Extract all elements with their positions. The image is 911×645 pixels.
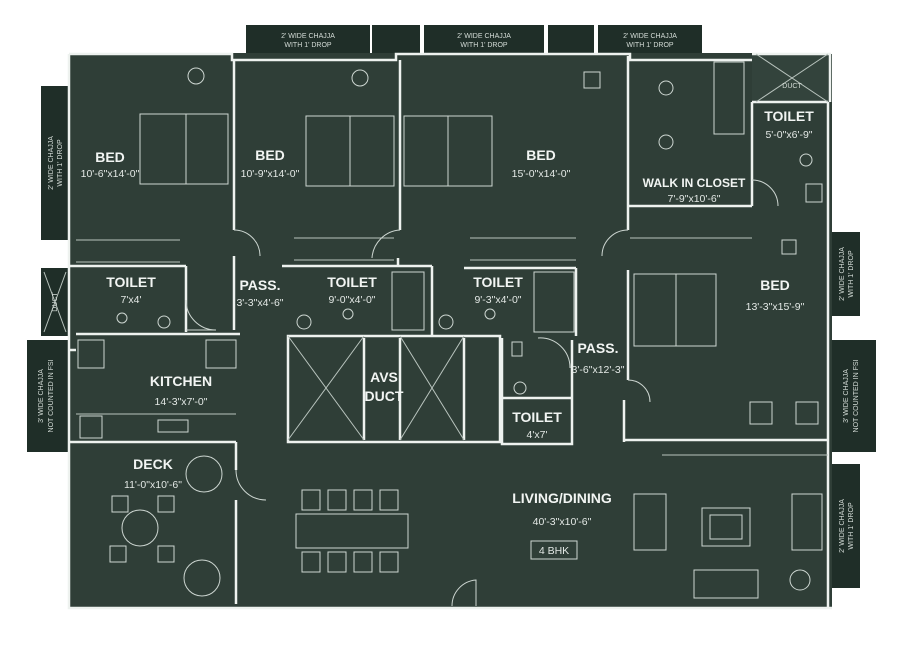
pass2-name: PASS. <box>578 340 619 356</box>
chajja-top-1 <box>246 25 370 53</box>
toilet3-size: 9'-3"x4'-0" <box>474 294 521 306</box>
chajja-top-gap-1 <box>372 25 420 53</box>
living-size: 40'-3"x10'-6" <box>533 516 592 528</box>
avs-name2: DUCT <box>365 388 404 404</box>
chajja-strips <box>27 25 876 588</box>
bed1-size: 10'-6"x14'-0" <box>81 168 140 180</box>
walkin-size: 7'-9"x10'-6" <box>668 193 721 205</box>
bed4-name: BED <box>760 277 790 293</box>
toilet4-size: 4'x7' <box>527 429 548 441</box>
chajja-top2-l1: 2' WIDE CHAJJA <box>457 33 511 40</box>
beds <box>139 113 717 347</box>
toilet2-name: TOILET <box>327 274 377 290</box>
kitchen-size: 14'-3"x7'-0" <box>155 396 208 408</box>
chajja-right1-l2: WITH 1' DROP <box>848 250 855 298</box>
duct-left-label: DUCT <box>52 292 59 312</box>
chajja-left-bottom-l1: 3' WIDE CHAJJA <box>38 369 45 423</box>
chajja-top1-l2: WITH 1' DROP <box>284 42 332 49</box>
chajja-top-3 <box>598 25 702 53</box>
chajja-left-bottom <box>27 340 69 452</box>
chajja-right2-l2: NOT COUNTED IN FSI <box>853 359 860 432</box>
bed3-name: BED <box>526 147 556 163</box>
pass1-name: PASS. <box>240 277 281 293</box>
toilet1-size: 7'x4' <box>121 294 142 306</box>
toilet2-size: 9'-0"x4'-0" <box>328 294 375 306</box>
toilet-top-name: TOILET <box>764 108 814 124</box>
chajja-top-gap-2 <box>548 25 594 53</box>
exterior-walls <box>67 52 832 610</box>
chajja-top1-l1: 2' WIDE CHAJJA <box>281 33 335 40</box>
deck-name: DECK <box>133 456 173 472</box>
walkin-name: WALK IN CLOSET <box>643 176 746 190</box>
toilet1-name: TOILET <box>106 274 156 290</box>
bed3-size: 15'-0"x14'-0" <box>512 168 571 180</box>
living-name: LIVING/DINING <box>512 490 612 506</box>
kitchen-name: KITCHEN <box>150 373 212 389</box>
toilet3-name: TOILET <box>473 274 523 290</box>
duct-top-area <box>752 54 830 102</box>
toilet4-name: TOILET <box>512 409 562 425</box>
chajja-right1-l1: 2' WIDE CHAJJA <box>839 247 846 301</box>
chajja-left-top-l2: WITH 1' DROP <box>57 139 64 187</box>
bed4-size: 13'-3"x15'-9" <box>746 301 805 313</box>
chajja-labels-side: 2' WIDE CHAJJA WITH 1' DROP 3' WIDE CHAJ… <box>38 136 860 553</box>
chajja-right3-l2: WITH 1' DROP <box>848 502 855 550</box>
chajja-left-bottom-l2: NOT COUNTED IN FSI <box>48 359 55 432</box>
room-labels: BED 10'-6"x14'-0" BED 10'-9"x14'-0" BED … <box>81 108 815 528</box>
bhk-badge <box>530 540 578 560</box>
avs-name: AVS <box>370 369 398 385</box>
chajja-labels-top: 2' WIDE CHAJJA WITH 1' DROP 2' WIDE CHAJ… <box>281 33 677 49</box>
living-furniture <box>109 401 823 599</box>
chajja-left-top-l1: 2' WIDE CHAJJA <box>48 136 55 190</box>
duct-top-label: DUCT <box>782 83 802 90</box>
chajja-right-2 <box>832 340 876 452</box>
bed2-name: BED <box>255 147 285 163</box>
fixtures <box>77 61 823 439</box>
pass1-size: 3'-3"x4'-6" <box>236 297 283 309</box>
door-swings <box>185 179 779 607</box>
chajja-top-2 <box>424 25 544 53</box>
bed2-size: 10'-9"x14'-0" <box>241 168 300 180</box>
chajja-right2-l1: 3' WIDE CHAJJA <box>843 369 850 423</box>
bed1-name: BED <box>95 149 125 165</box>
toilet-top-size: 5'-0"x6'-9" <box>765 129 812 141</box>
detail-lines <box>43 53 829 456</box>
chajja-top2-l2: WITH 1' DROP <box>460 42 508 49</box>
chajja-right3-l1: 2' WIDE CHAJJA <box>839 499 846 553</box>
chajja-right-1 <box>832 232 860 316</box>
chajja-right-3 <box>832 464 860 588</box>
pass2-size: 3'-6"x12'-3" <box>572 364 625 376</box>
deck-size: 11'-0"x10'-6" <box>124 479 182 491</box>
floor-area <box>69 53 832 608</box>
interior-walls <box>69 56 828 604</box>
bhk-badge-text: 4 BHK <box>539 545 569 557</box>
chajja-top3-l1: 2' WIDE CHAJJA <box>623 33 677 40</box>
chajja-left-top <box>41 86 69 240</box>
chajja-top3-l2: WITH 1' DROP <box>626 42 674 49</box>
